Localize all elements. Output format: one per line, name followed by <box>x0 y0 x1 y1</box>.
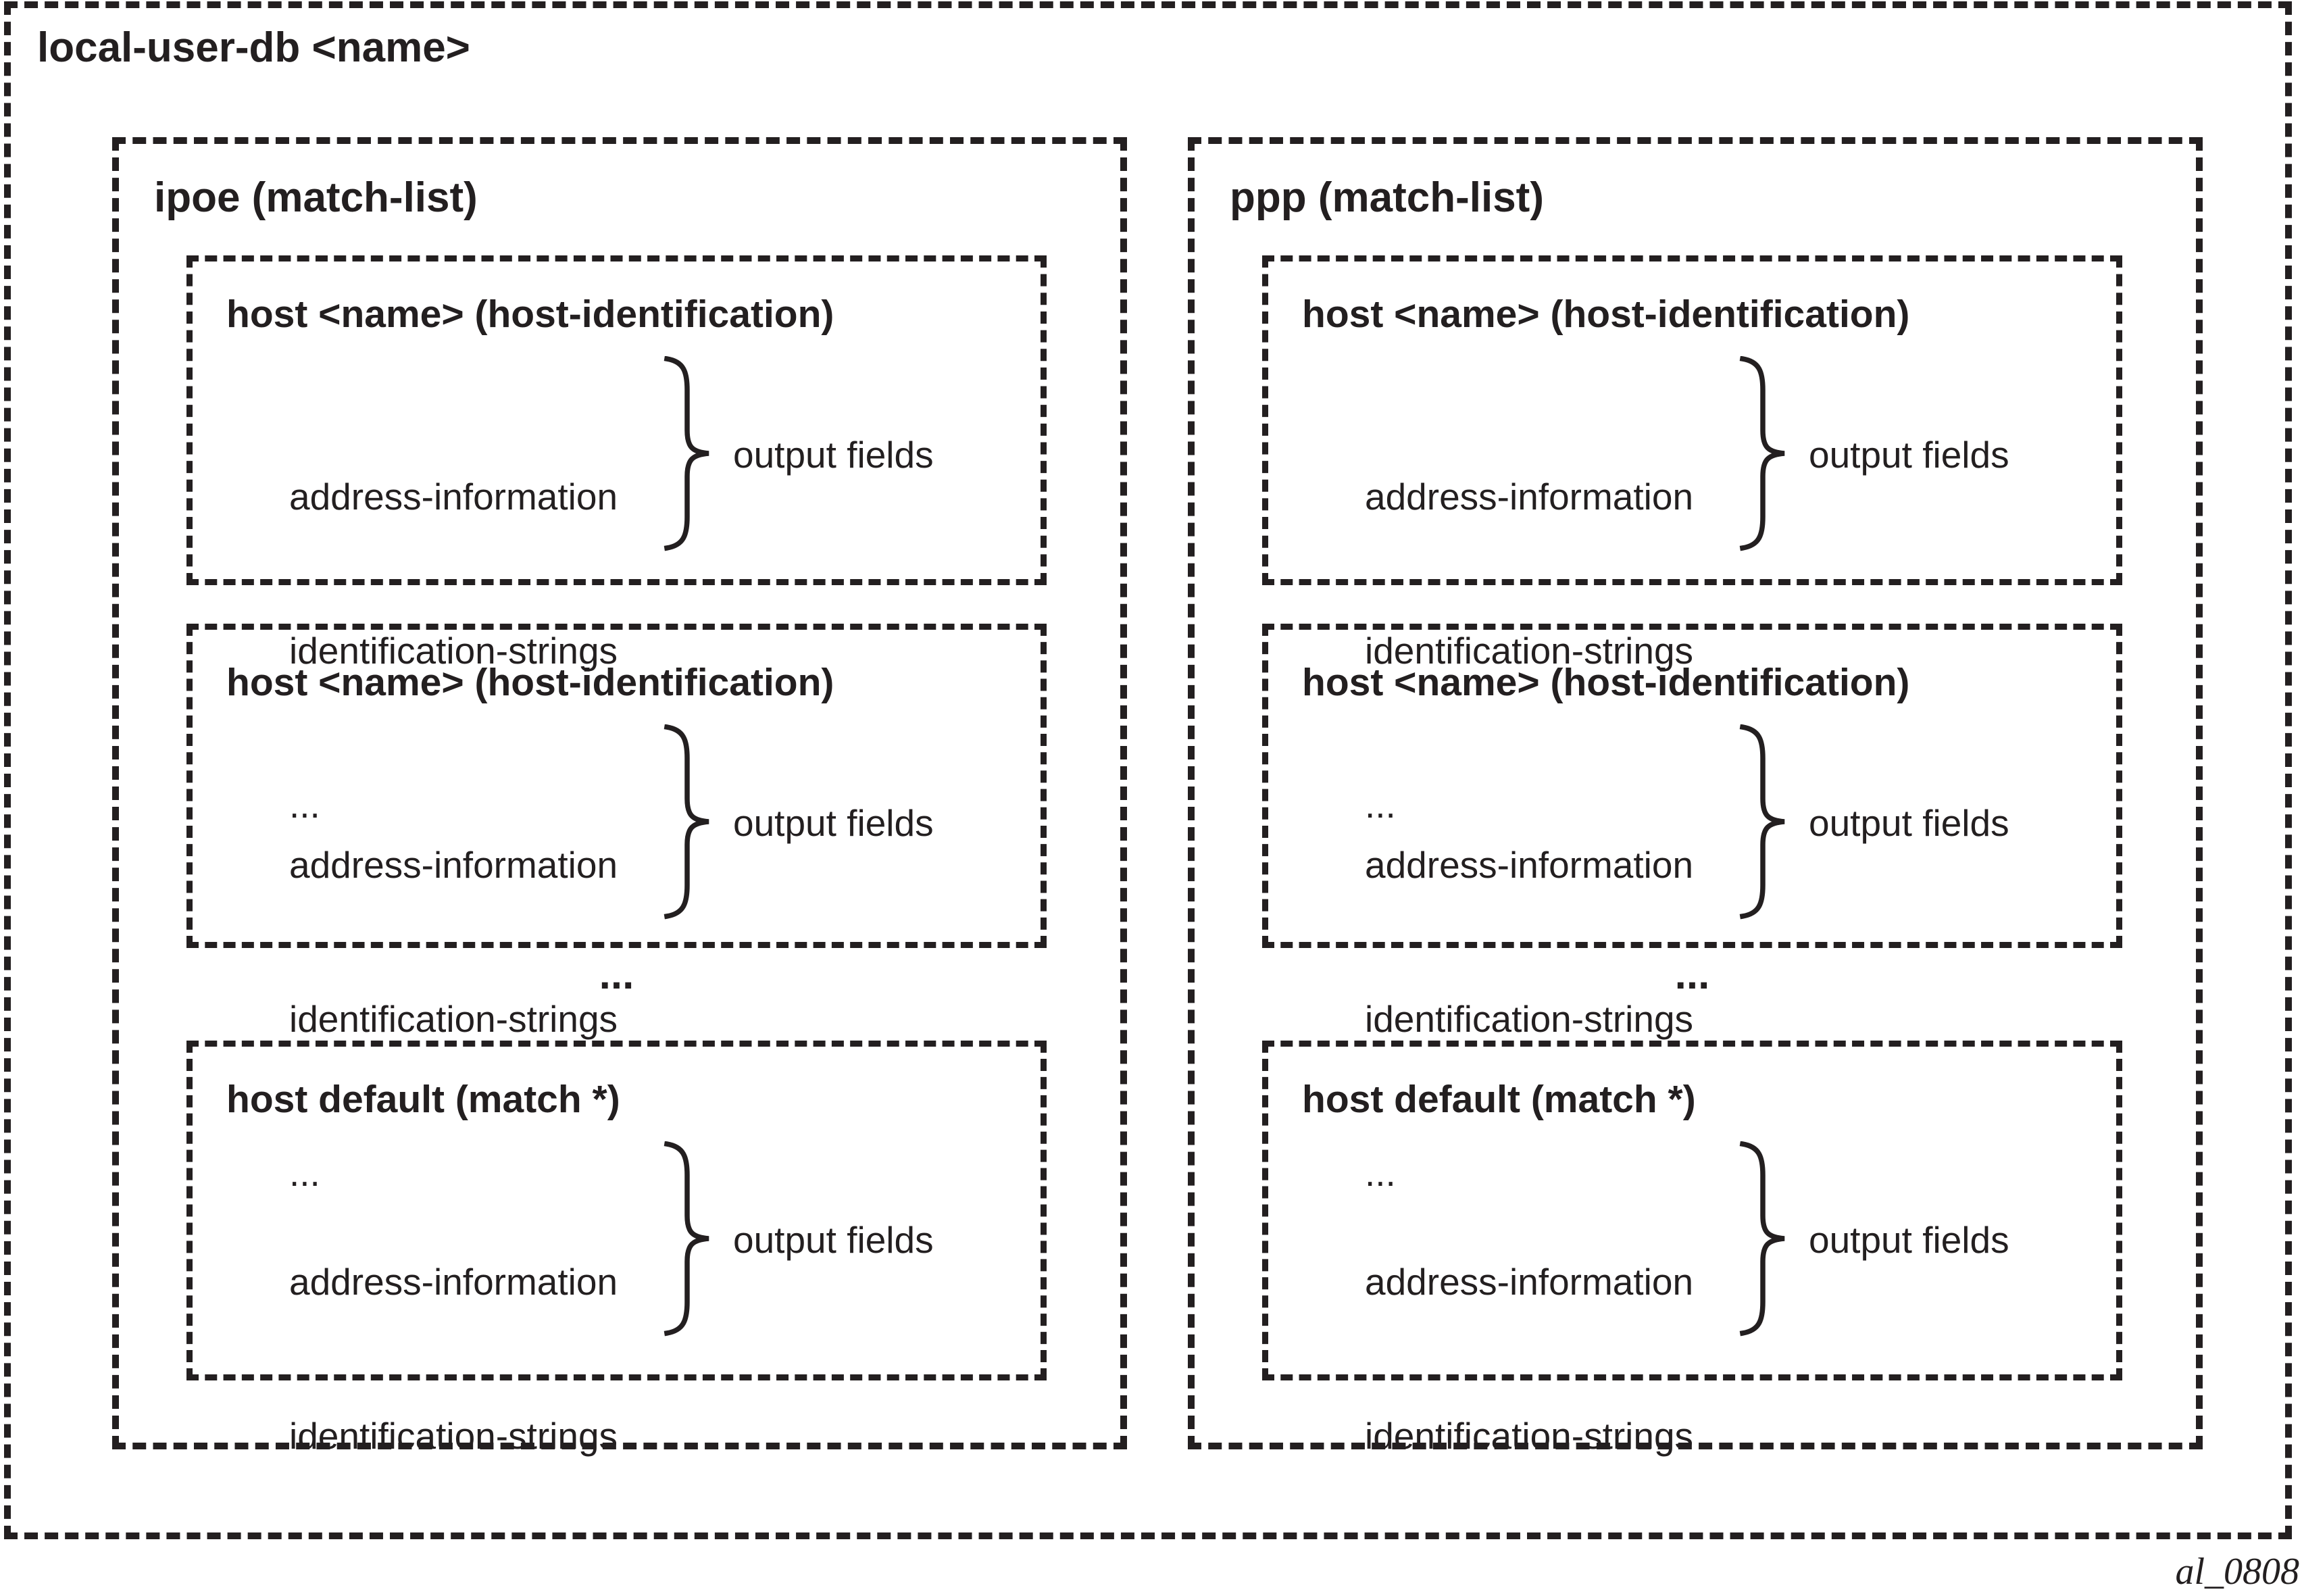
host-box-header: host <name> (host-identification) <box>1302 293 1910 336</box>
output-fields-label: output fields <box>733 1219 934 1261</box>
output-fields-list: address-information identification-strin… <box>1365 737 1693 1301</box>
output-field-item: address-information <box>1365 1261 1694 1303</box>
output-field-item: identification-strings <box>1365 998 1694 1040</box>
output-field-item: identification-strings <box>289 630 618 672</box>
output-fields-label: output fields <box>733 434 934 476</box>
output-field-item: address-information <box>289 844 618 886</box>
figure-id-label: al_0808 <box>2175 1551 2299 1593</box>
output-field-item: ... <box>1365 1152 1396 1194</box>
ellipsis-separator: ... <box>1674 951 1710 998</box>
output-field-item: address-information <box>289 1261 618 1303</box>
ppp-host-box-1: host <name> (host-identification) addres… <box>1262 255 2122 826</box>
curly-brace-icon <box>1733 355 1794 552</box>
ppp-host-default-box: host default (match *) address-informati… <box>1262 1041 2122 1596</box>
output-fields-label: output fields <box>1809 1219 2009 1261</box>
local-user-db-box <box>4 1 2292 1539</box>
output-field-item: address-information <box>289 476 618 518</box>
ipoe-host-default-box: host default (match *) address-informati… <box>186 1041 1047 1596</box>
curly-brace-icon <box>657 724 718 920</box>
output-fields-list: address-information identification-strin… <box>289 1153 618 1596</box>
curly-brace-icon <box>1733 724 1794 920</box>
ppp-column-box: ppp (match-list) host <name> (host-ident… <box>1188 137 2203 1596</box>
output-field-item: ... <box>1365 1569 1396 1596</box>
output-field-item: address-information <box>1365 844 1694 886</box>
output-fields-list: address-information identification-strin… <box>1365 1153 1693 1596</box>
output-field-item: ... <box>289 1152 320 1194</box>
host-box-header: host default (match *) <box>1302 1078 1696 1121</box>
output-field-item: ... <box>289 1569 320 1596</box>
output-field-item: identification-strings <box>289 1415 618 1457</box>
host-box-header: host <name> (host-identification) <box>1302 661 1910 704</box>
output-field-item: address-information <box>1365 476 1694 518</box>
output-fields-label: output fields <box>1809 434 2009 476</box>
output-fields-list: address-information identification-strin… <box>289 737 618 1301</box>
output-fields-label: output fields <box>733 802 934 844</box>
host-box-header: host default (match *) <box>226 1078 620 1121</box>
host-box-header: host <name> (host-identification) <box>226 661 834 704</box>
ellipsis-separator: ... <box>599 951 634 998</box>
figure-title: local-user-db <name> <box>37 24 470 71</box>
host-box-header: host <name> (host-identification) <box>226 293 834 336</box>
ppp-host-box-2: host <name> (host-identification) addres… <box>1262 624 2122 1194</box>
output-field-item: identification-strings <box>1365 1415 1694 1457</box>
ipoe-column-box: ipoe (match-list) host <name> (host-iden… <box>112 137 1127 1596</box>
output-field-item: ... <box>289 784 320 826</box>
ipoe-host-box-1: host <name> (host-identification) addres… <box>186 255 1047 826</box>
output-fields-list: address-information identification-strin… <box>1365 368 1693 933</box>
ppp-column-header: ppp (match-list) <box>1230 174 1544 221</box>
ipoe-host-box-2: host <name> (host-identification) addres… <box>186 624 1047 1194</box>
ipoe-column-header: ipoe (match-list) <box>154 174 478 221</box>
output-field-item: identification-strings <box>289 998 618 1040</box>
output-fields-list: address-information identification-strin… <box>289 368 618 933</box>
curly-brace-icon <box>657 1141 718 1337</box>
output-fields-label: output fields <box>1809 802 2009 844</box>
output-field-item: ... <box>1365 784 1396 826</box>
curly-brace-icon <box>657 355 718 552</box>
output-field-item: identification-strings <box>1365 630 1694 672</box>
curly-brace-icon <box>1733 1141 1794 1337</box>
